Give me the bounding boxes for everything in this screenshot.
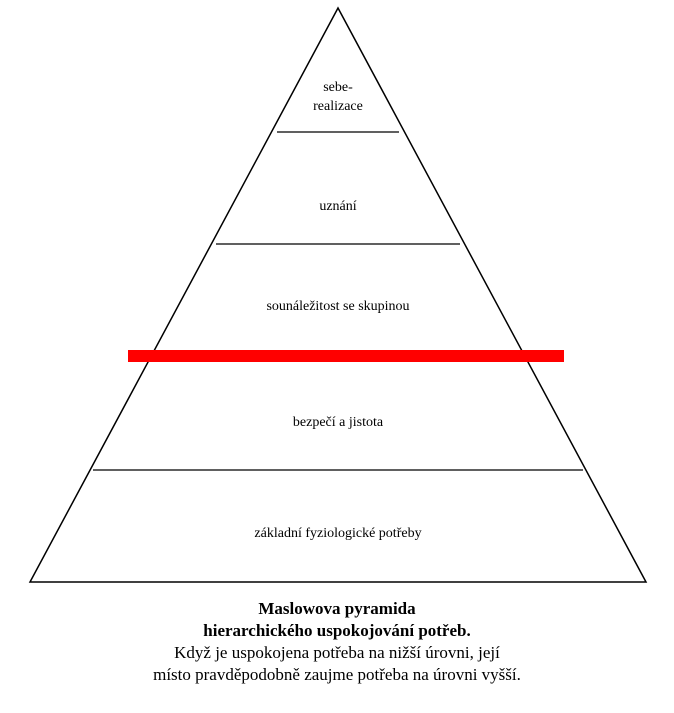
threshold-bar: [128, 350, 564, 362]
pyramid-outline: [28, 6, 648, 583]
caption: Maslowova pyramida hierarchického uspoko…: [0, 598, 674, 686]
caption-description-line-1: Když je uspokojena potřeba na nižší úrov…: [174, 643, 500, 662]
caption-title-line-2: hierarchického uspokojování potřeb.: [203, 621, 471, 640]
level-label-physiological: základní fyziologické potřeby: [254, 526, 421, 541]
caption-description-line-2: místo pravděpodobně zaujme potřeba na úr…: [153, 665, 521, 684]
maslow-pyramid: sebe- realizace uznání sounáležitost se …: [28, 6, 648, 583]
caption-title-line-1: Maslowova pyramida: [258, 599, 416, 618]
level-label-belonging: sounáležitost se skupinou: [266, 299, 409, 314]
level-label-safety: bezpečí a jistota: [293, 415, 384, 430]
level-label-self-actualization-2: realizace: [313, 99, 363, 114]
level-label-self-actualization: sebe-: [323, 80, 353, 95]
level-label-esteem: uznání: [319, 199, 356, 214]
